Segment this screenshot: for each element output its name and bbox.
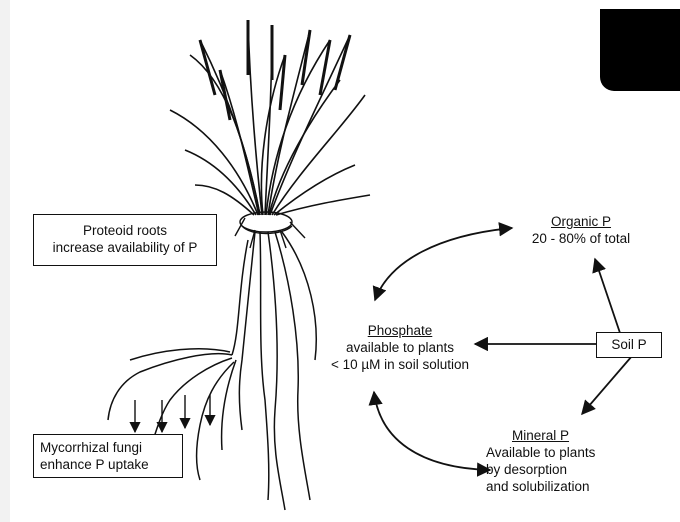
- mineral-p-line-3: and solubilization: [486, 478, 656, 495]
- phosphate-line-1: available to plants: [310, 339, 490, 356]
- mineral-p-line-2: by desorption: [486, 461, 656, 478]
- organic-p-detail: 20 - 80% of total: [506, 230, 656, 247]
- mycorrhizal-line-2: enhance P uptake: [40, 456, 182, 473]
- soil-p-box: Soil P: [596, 332, 662, 358]
- mineral-p-title: Mineral P: [486, 427, 656, 444]
- mineral-p-line-1: Available to plants: [486, 444, 656, 461]
- phosphate-title: Phosphate: [310, 322, 490, 339]
- mycorrhizal-fungi-box: Mycorrhizal fungi enhance P uptake: [33, 434, 183, 478]
- proteoid-line-2: increase availability of P: [34, 239, 216, 256]
- mycorrhizal-arrows: [135, 395, 210, 432]
- diagram-canvas: Proteoid roots increase availability of …: [10, 0, 680, 522]
- organic-p-label: Organic P 20 - 80% of total: [506, 213, 656, 247]
- phosphate-label: Phosphate available to plants < 10 µM in…: [310, 322, 490, 373]
- phosphate-line-2: < 10 µM in soil solution: [310, 356, 490, 373]
- soil-p-label: Soil P: [611, 337, 646, 352]
- seed-heads: [200, 20, 350, 120]
- proteoid-roots-box: Proteoid roots increase availability of …: [33, 214, 217, 266]
- proteoid-line-1: Proteoid roots: [34, 222, 216, 239]
- plant-shoots: [170, 20, 370, 215]
- organic-p-title: Organic P: [506, 213, 656, 230]
- mycorrhizal-line-1: Mycorrhizal fungi: [40, 439, 182, 456]
- mineral-p-label: Mineral P Available to plants by desorpt…: [486, 427, 656, 495]
